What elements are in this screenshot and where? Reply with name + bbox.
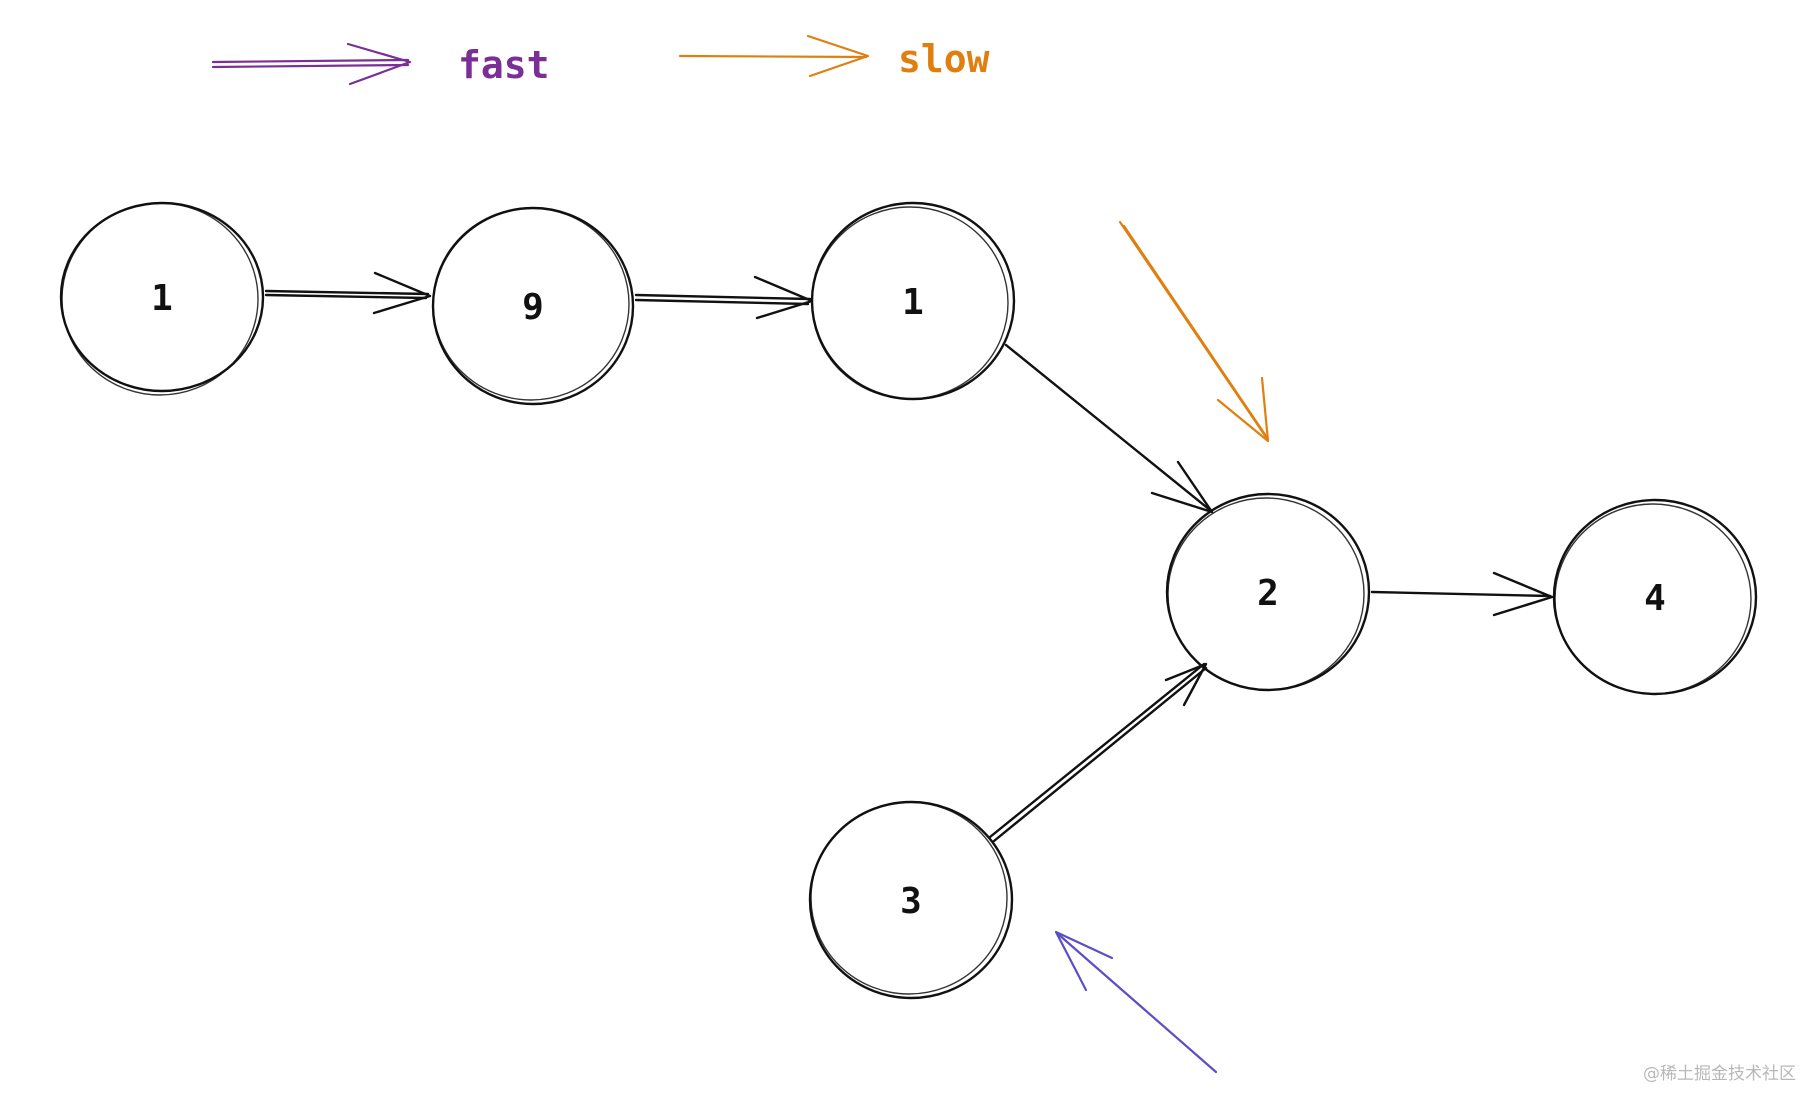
edge-2-to-4 [1370,571,1554,617]
node-3: 3 [808,800,1014,1000]
legend-fast-arrow [211,42,412,86]
edge-1-to-9 [264,271,432,315]
watermark: @稀土掘金技术社区 [1643,1064,1796,1084]
edge-9-to-1 [634,275,814,320]
node-label: 1 [151,278,173,319]
node-1-second: 1 [810,201,1016,401]
node-label: 2 [1257,573,1279,614]
edge-1-to-2 [1004,343,1214,514]
edge-3-to-2 [988,662,1208,843]
legend-slow-arrow [678,34,870,78]
legend-fast-label: fast [458,43,550,87]
node-1-first: 1 [59,201,265,396]
edges [264,271,1554,843]
slow-pointer-arrow [1118,220,1270,443]
node-label: 1 [902,282,924,323]
node-label: 4 [1644,578,1666,619]
node-4: 4 [1552,498,1758,696]
node-label: 3 [900,881,922,922]
legend: fast slow [211,34,990,87]
node-2: 2 [1165,492,1371,692]
node-label: 9 [522,287,544,328]
fast-pointer-arrow [1054,930,1218,1074]
node-9: 9 [431,206,635,406]
legend-slow-label: slow [898,37,990,81]
